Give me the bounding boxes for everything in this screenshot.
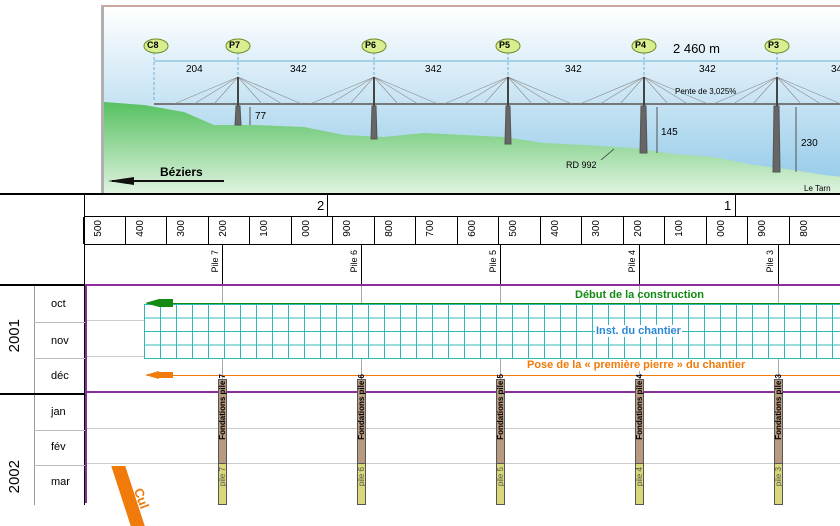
chainage-tick-label: 400 [134,220,146,237]
chainage-tick-label: 700 [425,220,436,237]
chainage-tick: 100 [664,217,706,244]
month-label: déc [51,370,69,382]
chainage-tick-label: 100 [674,220,685,237]
month-label: fév [51,441,66,453]
span-label: 342 [565,64,582,75]
pile-short-label: pile 5 [496,467,505,487]
foundation-label: Fondations pile 4 [635,374,644,440]
pier-marker-p5: P5 [499,40,511,50]
gantt-area: Début de la construction Inst. du chanti… [85,284,840,526]
site-installation-label: Inst. du chantier [595,325,682,337]
chainage-tick-label: 100 [259,220,270,237]
chainage-tick: 900 [332,217,374,244]
km-label: 2 [317,198,325,213]
chainage-tick-label: 300 [591,220,602,237]
direction-label: Béziers [160,165,203,179]
first-stone-arrow-line [147,375,840,376]
foundation-label: Fondations pile 5 [496,374,505,440]
month-label: jan [51,406,66,418]
time-axis: 2001 2002 oct nov déc jan fév mar [0,284,85,505]
pier-marker-p6: P6 [365,40,377,50]
elevation-profile: C8 P7 P6 P5 P4 P3 2 460 m 204 342 342 34… [101,5,840,195]
profile-drawing [104,7,840,195]
chainage-tick-label: 800 [383,220,395,237]
first-stone-arrow-head [145,371,159,379]
span-label: 342 [425,64,442,75]
chainage-tick: 000 [705,217,748,244]
km-label: 1 [724,198,732,213]
pile-short-label: pile 4 [635,467,644,487]
chainage-tick: 500 [83,217,125,244]
chainage-tick-label: 000 [300,220,312,237]
height-label: 145 [661,127,678,138]
foundation-label: Fondations pile 6 [357,374,366,440]
pile-label: Pile 6 [349,250,359,273]
year-label-2002: 2002 [6,460,23,494]
river-label: Le Tarn [804,184,831,193]
chainage-tick-label: 400 [549,220,561,237]
chainage-tick-label: 300 [176,220,187,237]
chainage-tick: 200 [622,217,665,244]
pile-label: Pile 5 [488,250,498,273]
chainage-tick: 900 [747,217,789,244]
span-label: 34 [831,64,840,75]
span-label: 342 [290,64,307,75]
pile-short-label: pile 6 [357,467,366,487]
pile-label: Pile 3 [765,250,775,273]
chainage-tick: 400 [539,217,582,244]
start-arrow-head [145,299,159,307]
span-label: 342 [699,64,716,75]
chainage-tick: 700 [415,217,457,244]
span-label: 204 [186,64,203,75]
chainage-header: 2 1 500 400 300 200 100 000 900 800 700 600 500 400… [0,193,840,286]
chainage-tick-label: 200 [632,220,644,237]
chainage-tick: 300 [166,217,208,244]
road-label: RD 992 [566,160,597,170]
pile-label: Pile 4 [627,250,637,273]
chainage-tick-label: 500 [93,220,104,237]
chainage-tick-label: 000 [715,220,727,237]
chainage-tick: 800 [373,217,416,244]
start-construction-label: Début de la construction [575,289,704,301]
chainage-tick: 300 [581,217,623,244]
chainage-tick-label: 600 [466,220,478,237]
height-label: 77 [255,111,267,122]
chainage-tick-label: 900 [757,220,768,237]
month-label: nov [51,335,69,347]
month-label: oct [51,298,66,310]
terrain [104,102,840,195]
site-installation-bar [144,304,840,359]
pier-marker-p7: P7 [229,40,241,50]
chainage-tick: 600 [456,217,499,244]
foundation-label: Fondations pile 7 [218,374,227,440]
bridge-length-label: 2 460 m [673,41,720,56]
pylons [173,76,840,173]
pier-marker-c8: C8 [147,40,159,50]
pier-marker-p3: P3 [768,40,780,50]
first-stone-label: Pose de la « première pierre » du chanti… [526,359,747,371]
chainage-tick-label: 500 [508,220,519,237]
chainage-tick-label: 200 [217,220,229,237]
pile-short-label: pile 7 [218,467,227,487]
pier-markers [143,38,790,54]
chainage-tick-label: 900 [342,220,353,237]
chainage-tick: 800 [788,217,831,244]
chainage-tick: 100 [249,217,291,244]
slope-label: Pente de 3,025% [675,87,737,96]
foundation-label: Fondations pile 3 [774,374,783,440]
year-label-2001: 2001 [6,319,23,353]
pile-short-label: pile 3 [774,467,783,487]
pier-marker-p4: P4 [635,40,647,50]
chainage-tick: 000 [290,217,333,244]
month-label: mar [51,476,70,488]
chainage-tick: 200 [207,217,250,244]
height-label: 230 [801,138,818,149]
chainage-tick: 500 [498,217,540,244]
chainage-tick: 400 [124,217,167,244]
pile-label: Pile 7 [210,250,220,273]
start-arrow-line [147,303,840,304]
chainage-tick-label: 800 [798,220,810,237]
